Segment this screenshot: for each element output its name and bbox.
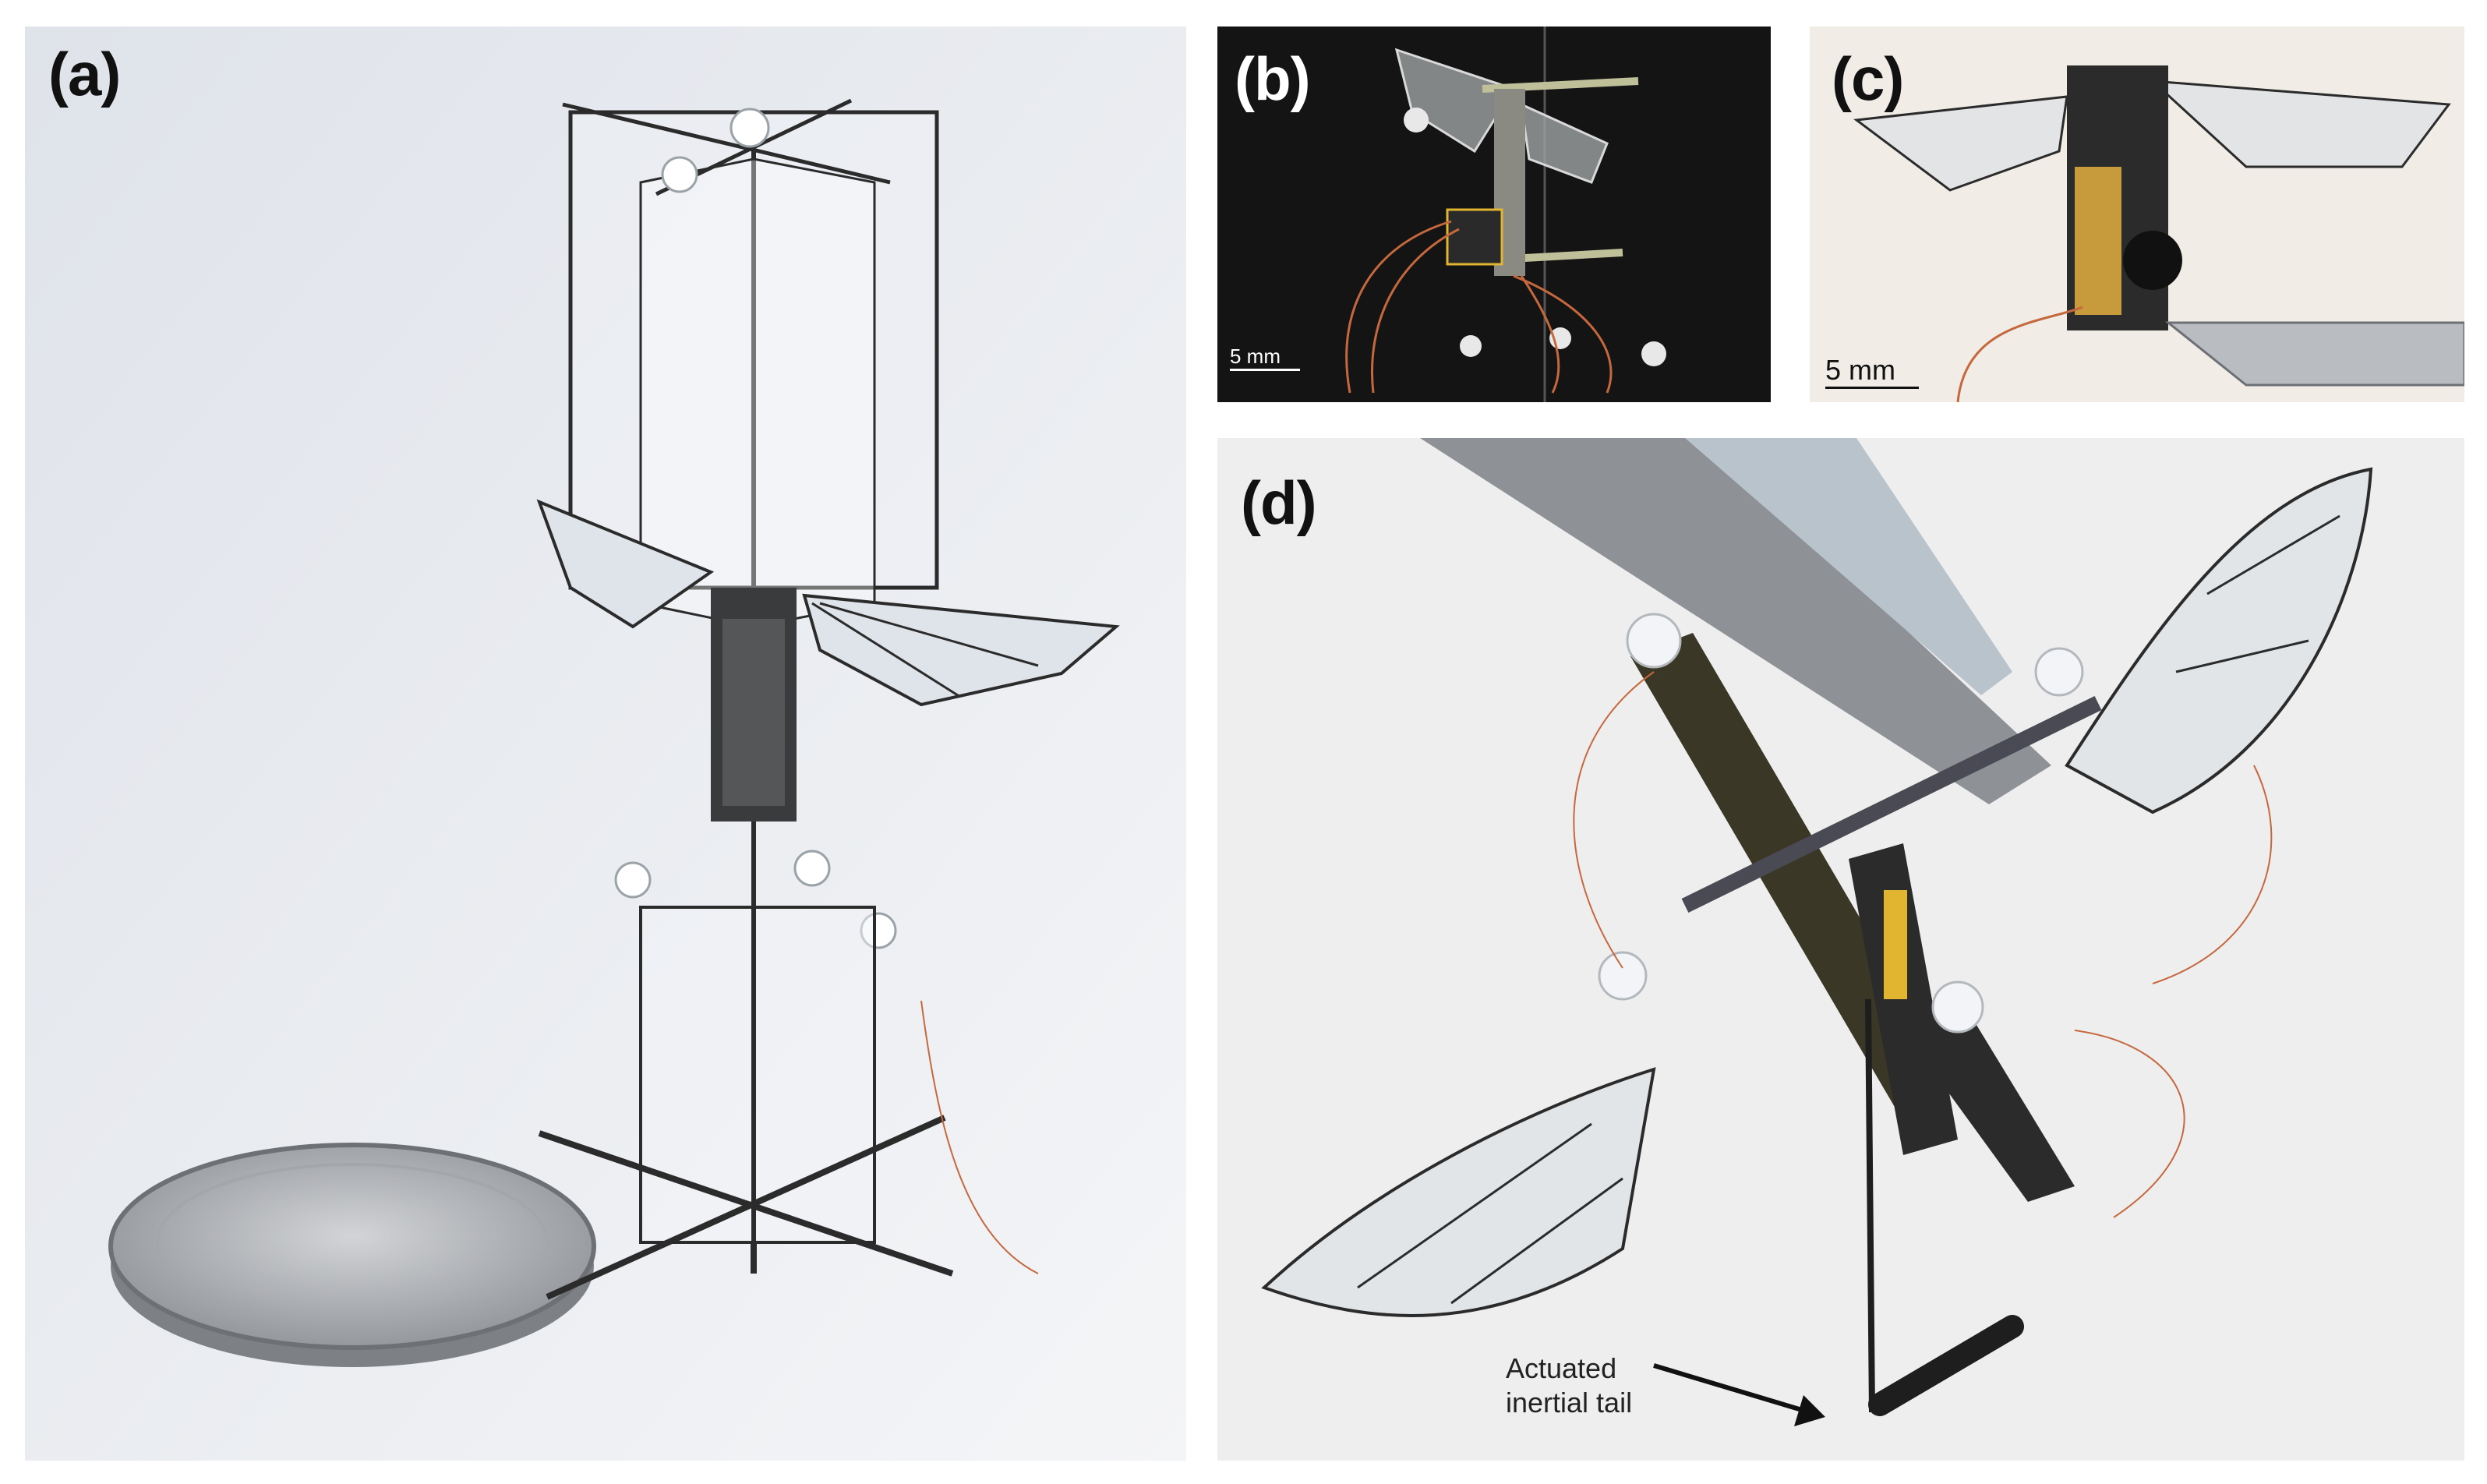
panel-d-annotation-line-2: inertial tail: [1506, 1387, 1633, 1419]
panel-a-label: (a): [48, 40, 121, 108]
annotation-arrow: [1653, 1363, 1825, 1426]
sensor-markers: [1598, 613, 2084, 1034]
copper-wires: [1345, 220, 1613, 394]
panel-c-robot-illustration: [1810, 26, 2464, 402]
coin: [108, 1143, 596, 1367]
wings: [1261, 467, 2373, 1317]
panel-d-photo: (d) Actuated inertial tail: [1217, 438, 2464, 1461]
panel-c-scale-bar: 5 mm: [1825, 354, 1919, 389]
lower-wing-frames: [639, 906, 876, 1244]
panel-b-scale-label: 5 mm: [1230, 344, 1281, 368]
panel-c-scale-line: [1825, 387, 1919, 389]
wings: [1853, 80, 2451, 192]
panel-a-photo: (a): [25, 26, 1186, 1461]
robot-body: [2067, 65, 2182, 330]
tweezers: [1420, 438, 2051, 804]
panel-c-scale-label: 5 mm: [1825, 354, 1895, 386]
sensor-markers: [1404, 108, 1666, 366]
upper-wing-frames: [562, 98, 939, 628]
landing-legs: [538, 1115, 954, 1300]
sensor-markers: [614, 108, 897, 949]
panel-c-label: (c): [1832, 44, 1904, 113]
robot-body: [1630, 633, 2102, 1202]
panel-d-annotation-line-1: Actuated: [1506, 1352, 1617, 1384]
flapping-wings: [536, 499, 1120, 707]
copper-wires: [1573, 671, 2273, 1218]
panel-b-scale-line: [1230, 369, 1300, 371]
inertial-tail: [1865, 998, 2024, 1416]
panel-d-label: (d): [1241, 468, 1317, 537]
panel-b-label: (b): [1235, 44, 1311, 113]
panel-b-scale-bar: 5 mm: [1230, 344, 1300, 371]
panel-a-robot-illustration: [25, 26, 1186, 1461]
panel-b-photo: (b) 5 mm: [1217, 26, 1771, 402]
panel-d-robot-illustration: [1217, 438, 2464, 1461]
robot-body: [711, 588, 797, 923]
panel-c-photo: (c) 5 mm: [1810, 26, 2464, 402]
panel-b-robot-illustration: [1217, 26, 1771, 402]
panel-d-annotation: Actuated inertial tail: [1506, 1352, 1632, 1420]
